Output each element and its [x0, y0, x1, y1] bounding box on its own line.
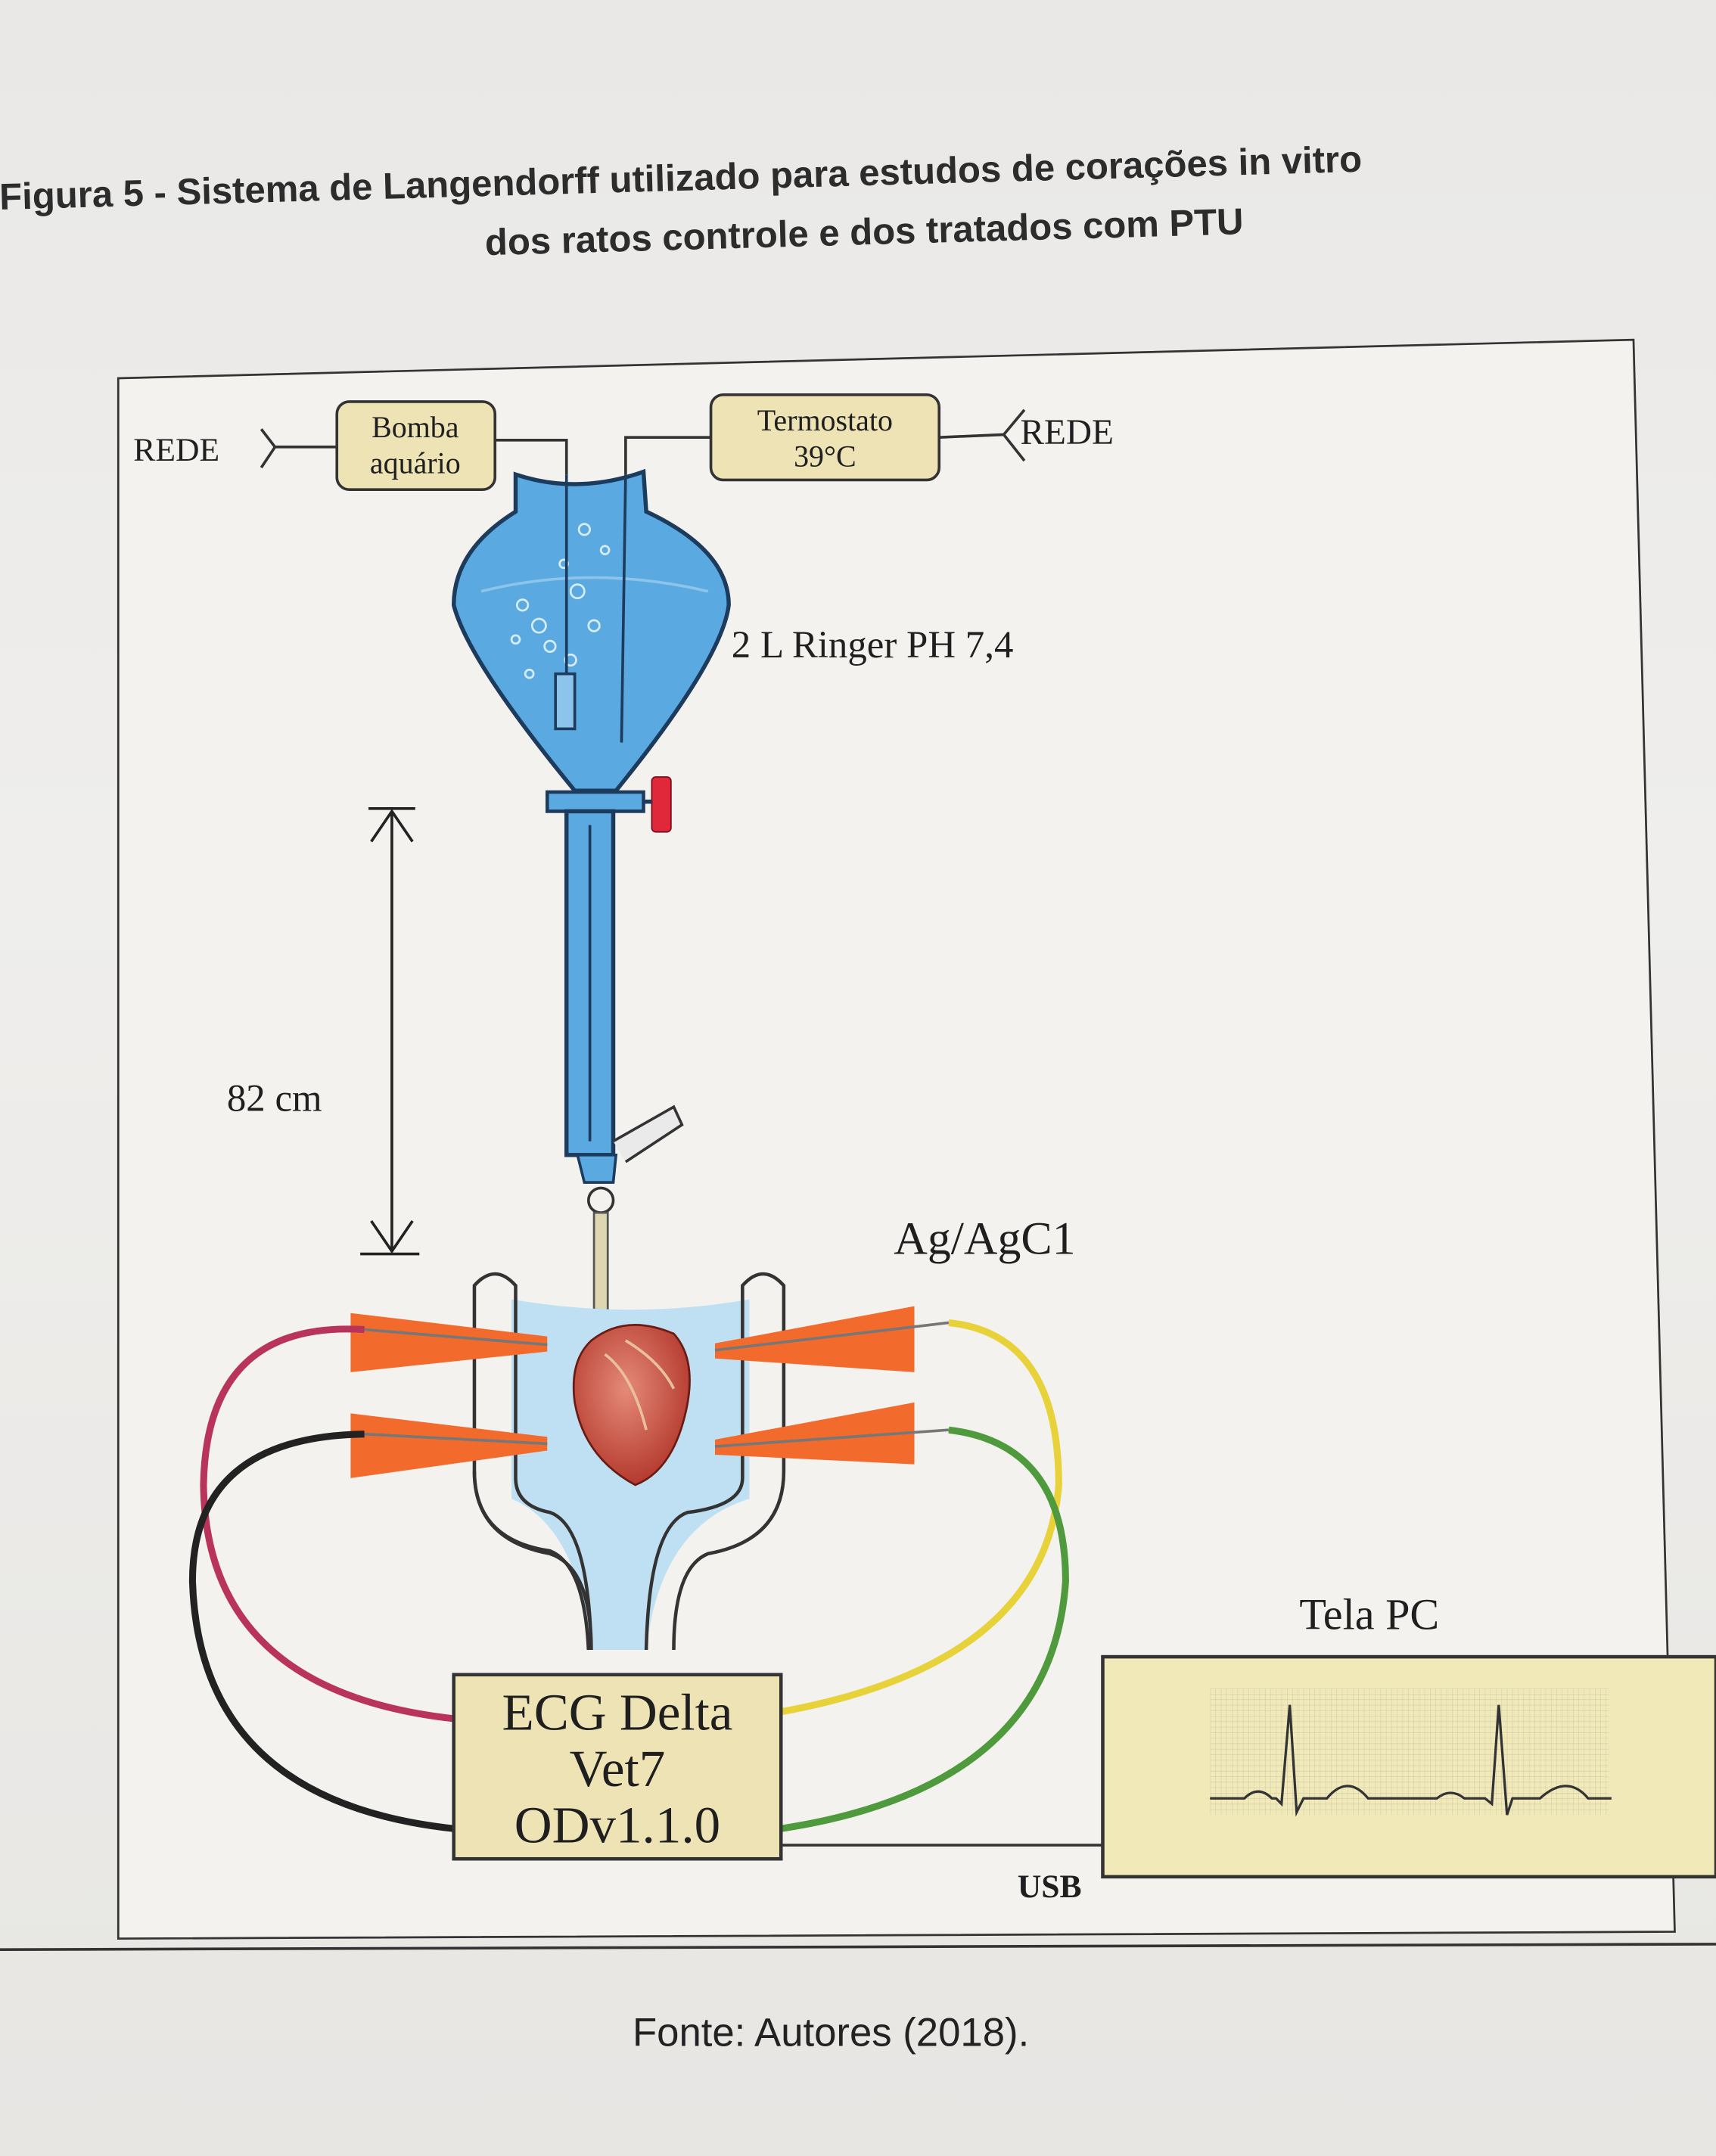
stopcock-handle	[651, 776, 672, 833]
stopcock	[546, 790, 645, 813]
thermostat-label-2: 39°C	[794, 439, 856, 473]
screen-label: Tela PC	[1299, 1590, 1439, 1639]
ringer-reservoir	[451, 468, 731, 1324]
source-note: Fonte: Autores (2018).	[633, 2010, 1029, 2055]
ecg-device: ECG Delta Vet7 ODv1.1.0	[452, 1673, 783, 1861]
pc-screen	[1101, 1654, 1716, 1879]
electrode-left-bottom	[350, 1413, 548, 1478]
pump-label-2: aquário	[370, 446, 461, 480]
cable-red	[200, 1325, 455, 1723]
thermostat-label-1: Termostato	[757, 403, 893, 437]
caption-line-2: dos ratos controle e dos tratados com PT…	[484, 201, 1244, 263]
reservoir-label: 2 L Ringer PH 7,4	[732, 624, 1014, 666]
electrode-label: Ag/AgC1	[894, 1213, 1075, 1265]
usb-label: USB	[1018, 1869, 1082, 1905]
cannula	[592, 1211, 609, 1324]
cable-black	[188, 1431, 455, 1832]
cable-green	[780, 1426, 1069, 1832]
heart	[572, 1323, 691, 1487]
pump-box: Bomba aquário	[335, 400, 497, 492]
ecg-label-2: Vet7	[570, 1739, 666, 1797]
cables	[188, 1319, 1069, 1832]
ecg-trace	[1210, 1704, 1612, 1817]
height-label: 82 cm	[227, 1078, 322, 1120]
rede-right-label: REDE	[1020, 413, 1113, 452]
thermostat-box: Termostato 39°C	[709, 393, 941, 482]
electrode-right-bottom	[715, 1402, 915, 1465]
rede-left-label: REDE	[133, 432, 219, 468]
electrodes	[350, 1306, 950, 1478]
electrode-left-top	[350, 1313, 548, 1372]
ecg-label-3: ODv1.1.0	[514, 1795, 720, 1853]
pump-label-1: Bomba	[371, 410, 459, 444]
figure-caption: Figura 5 - Sistema de Langendorff utiliz…	[0, 139, 1363, 264]
power-lines	[260, 409, 1026, 475]
ecg-label-1: ECG Delta	[502, 1682, 733, 1741]
height-arrow	[360, 806, 420, 1256]
